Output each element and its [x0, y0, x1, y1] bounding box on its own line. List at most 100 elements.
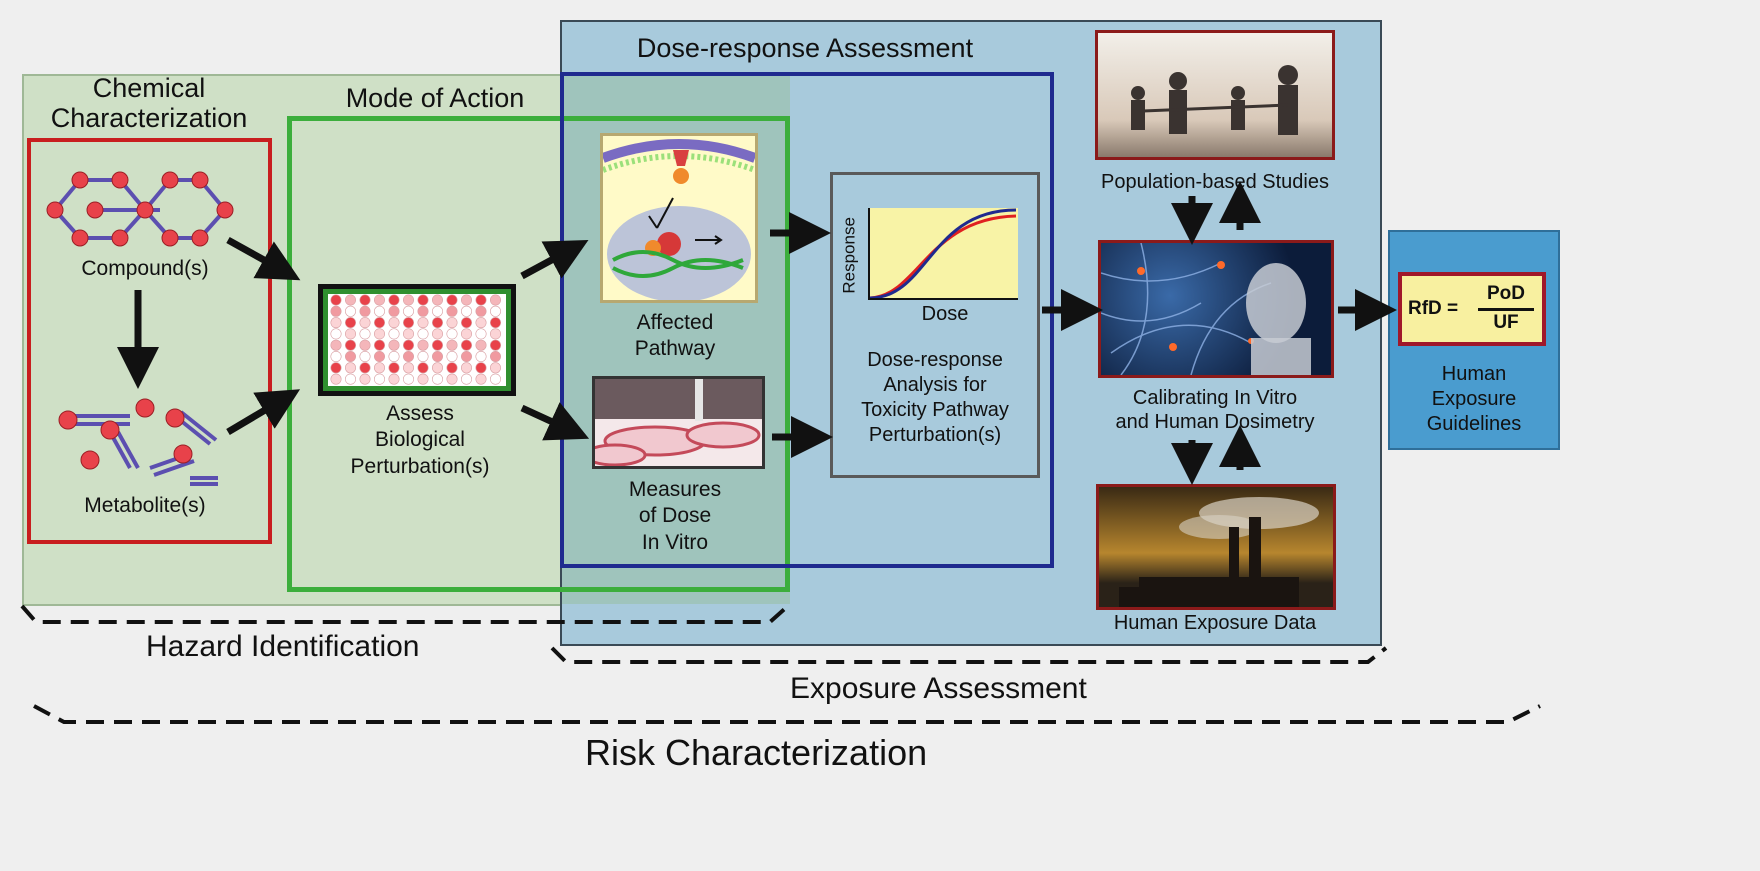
- well: [417, 328, 429, 340]
- well: [417, 305, 429, 317]
- well: [330, 328, 342, 340]
- well: [432, 305, 444, 317]
- well: [373, 373, 385, 385]
- well: [417, 350, 429, 362]
- mode-of-action-box: [287, 116, 790, 592]
- chemical-characterization-box: [27, 138, 272, 544]
- well: [475, 362, 487, 374]
- rfd-label: RfD =: [1408, 298, 1459, 319]
- well: [388, 328, 400, 340]
- chemical-title-line1: Chemical: [92, 73, 206, 103]
- well: [330, 350, 342, 362]
- well: [403, 317, 415, 329]
- measures-line1: Measures: [628, 478, 722, 501]
- well: [417, 373, 429, 385]
- plot-response-label: Response: [839, 217, 859, 294]
- well: [432, 373, 444, 385]
- well: [403, 362, 415, 374]
- well: [403, 328, 415, 340]
- compounds-label: Compound(s): [81, 257, 209, 280]
- pod-label: PoD: [1487, 283, 1525, 304]
- dra-line4: Perturbation(s): [868, 424, 1002, 446]
- well: [490, 339, 502, 351]
- well: [446, 317, 458, 329]
- well: [359, 373, 371, 385]
- well: [475, 305, 487, 317]
- well: [446, 328, 458, 340]
- plot-dose-label: Dose: [921, 303, 969, 325]
- well: [388, 317, 400, 329]
- well: [403, 373, 415, 385]
- affected-line2: Pathway: [634, 337, 716, 361]
- well: [475, 373, 487, 385]
- well: [461, 294, 473, 306]
- well: [490, 373, 502, 385]
- well: [490, 305, 502, 317]
- dose-response-analysis-label: Dose-response Analysis for Toxicity Path…: [832, 348, 1038, 448]
- calibrating-label: Calibrating In Vitro and Human Dosimetry: [1060, 386, 1370, 434]
- well: [373, 294, 385, 306]
- well: [330, 317, 342, 329]
- well: [330, 362, 342, 374]
- petri-dish-icon: [592, 376, 765, 469]
- well: [417, 339, 429, 351]
- affected-line1: Affected: [636, 311, 714, 334]
- well: [446, 339, 458, 351]
- well: [446, 350, 458, 362]
- affected-pathway-label: Affected Pathway: [580, 310, 770, 363]
- well: [446, 373, 458, 385]
- well: [446, 362, 458, 374]
- chemical-characterization-title: Chemical Characterization: [24, 73, 274, 133]
- smokestack-photo-icon: [1096, 484, 1336, 610]
- well: [461, 362, 473, 374]
- guide-line2: Exposure: [1431, 388, 1517, 410]
- exposure-data-label: Human Exposure Data: [1113, 612, 1317, 634]
- dra-line1: Dose-response: [867, 349, 1003, 371]
- well: [344, 328, 356, 340]
- well: [388, 339, 400, 351]
- well: [388, 350, 400, 362]
- well: [490, 317, 502, 329]
- dose-response-title: Dose-response Assessment: [636, 33, 974, 63]
- well: [359, 339, 371, 351]
- mode-of-action-title: Mode of Action: [345, 83, 525, 113]
- well: [432, 350, 444, 362]
- well: [373, 328, 385, 340]
- well: [359, 362, 371, 374]
- fraction-bar: [1478, 308, 1534, 311]
- well: [388, 362, 400, 374]
- well: [359, 328, 371, 340]
- well: [344, 305, 356, 317]
- well: [461, 305, 473, 317]
- metabolite-molecule-icon: [58, 398, 218, 486]
- exposure-assessment-label: Exposure Assessment: [790, 672, 1087, 705]
- well: [417, 317, 429, 329]
- dra-line3: Toxicity Pathway: [861, 399, 1009, 421]
- well: [373, 305, 385, 317]
- well: [373, 350, 385, 362]
- measures-line2: of Dose: [638, 504, 712, 528]
- well: [344, 350, 356, 362]
- assess-line1: Assess: [386, 402, 454, 425]
- uf-label: UF: [1493, 312, 1519, 333]
- well: [461, 317, 473, 329]
- well: [403, 350, 415, 362]
- assess-label: Assess Biological Perturbation(s): [300, 401, 540, 480]
- well: [359, 350, 371, 362]
- risk-characterization-label: Risk Characterization: [585, 732, 928, 773]
- well: [373, 317, 385, 329]
- measures-line3: In Vitro: [641, 530, 709, 554]
- well: [344, 294, 356, 306]
- well: [417, 294, 429, 306]
- well: [417, 362, 429, 374]
- well: [461, 373, 473, 385]
- dra-line2: Analysis for: [883, 374, 987, 396]
- well: [490, 328, 502, 340]
- well: [344, 373, 356, 385]
- assess-line2: Biological: [375, 428, 465, 452]
- guide-line3: Guidelines: [1426, 413, 1522, 435]
- well: [461, 339, 473, 351]
- well: [475, 339, 487, 351]
- well: [373, 339, 385, 351]
- well: [330, 339, 342, 351]
